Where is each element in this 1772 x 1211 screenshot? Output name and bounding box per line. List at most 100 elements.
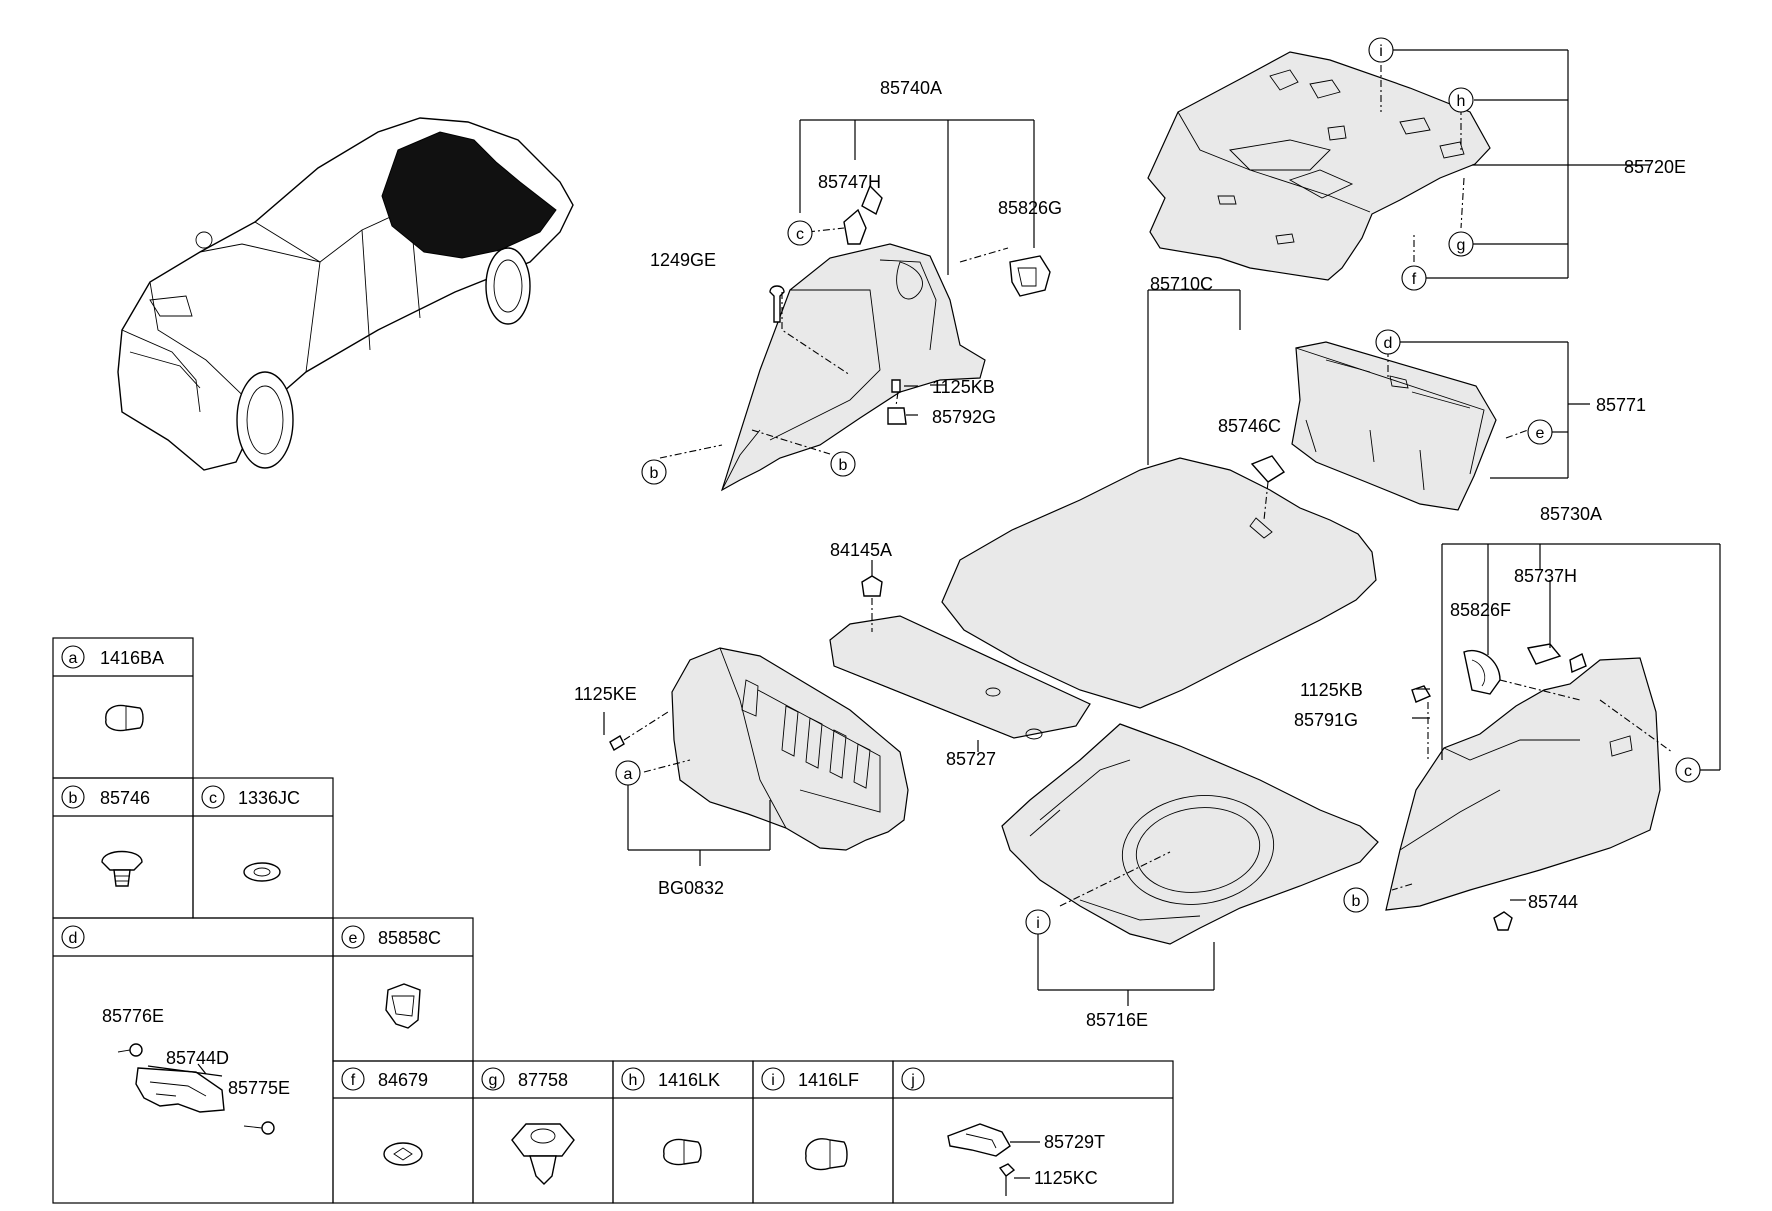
- label-85740A: 85740A: [880, 78, 942, 98]
- trunk-side-trim-left: [720, 208, 1051, 492]
- legend-part-e: 85858C: [378, 928, 441, 948]
- svg-text:g: g: [1457, 237, 1466, 254]
- push-pin-clip-icon: [101, 850, 143, 871]
- square-clip-icon: [511, 1123, 575, 1157]
- svg-text:b: b: [650, 465, 659, 482]
- callout-i-top: i: [1368, 37, 1394, 63]
- callout-b-right: b: [1343, 887, 1369, 913]
- legend-cell-c: c 1336JC: [201, 785, 300, 882]
- label-85730A: 85730A: [1540, 504, 1602, 524]
- svg-text:e: e: [1536, 425, 1545, 442]
- svg-text:c: c: [1684, 763, 1692, 780]
- label-85727: 85727: [946, 749, 996, 769]
- label-84145A: 84145A: [830, 540, 892, 560]
- legend-part-h: 1416LK: [658, 1070, 720, 1090]
- svg-text:i: i: [1379, 43, 1383, 60]
- trunk-floor-tray: [1001, 723, 1379, 945]
- label-85747H: 85747H: [818, 172, 881, 192]
- svg-text:i: i: [1036, 915, 1040, 932]
- callout-d-mid: d: [1375, 329, 1401, 355]
- legend-cell-d: d 85776E 85744D 85775E: [61, 925, 290, 1135]
- svg-text:a: a: [624, 766, 633, 783]
- callout-b-left-1: b: [641, 459, 667, 485]
- label-1249GE: 1249GE: [650, 250, 716, 270]
- legend-cell-b: b 85746: [61, 785, 150, 887]
- legend-part-c: 1336JC: [238, 788, 300, 808]
- legend-cell-a: a 1416BA: [61, 645, 164, 732]
- flat-head-clip-icon: [805, 1138, 848, 1171]
- callout-g-top: g: [1448, 231, 1474, 257]
- legend-letter-h: h: [629, 1072, 638, 1089]
- legend-letter-c: c: [209, 790, 217, 807]
- legend-sub-j-0: 85729T: [1044, 1132, 1105, 1152]
- hook-bracket-icon: [947, 1123, 1040, 1196]
- label-85771: 85771: [1596, 395, 1646, 415]
- legend-part-a: 1416BA: [100, 648, 164, 668]
- label-85791G: 85791G: [1294, 710, 1358, 730]
- legend-part-g: 87758: [518, 1070, 568, 1090]
- legend-letter-d: d: [69, 930, 78, 947]
- rear-package-tray: [1147, 51, 1491, 281]
- trunk-floor-mat: [941, 457, 1377, 709]
- legend-part-i: 1416LF: [798, 1070, 859, 1090]
- legend-sub-j-1: 1125KC: [1034, 1168, 1098, 1188]
- legend-sub-d-2: 85775E: [228, 1078, 290, 1098]
- legend-letter-i: i: [771, 1072, 775, 1089]
- label-BG0832: BG0832: [658, 878, 724, 898]
- svg-text:c: c: [796, 226, 804, 243]
- trunk-side-trim-right: [1385, 643, 1661, 931]
- svg-text:b: b: [839, 457, 848, 474]
- legend-cell-g: g 87758: [481, 1067, 575, 1185]
- flat-head-clip-icon: [663, 1138, 702, 1166]
- svg-text:d: d: [1384, 335, 1393, 352]
- label-85826G: 85826G: [998, 198, 1062, 218]
- legend-letter-b: b: [69, 790, 78, 807]
- legend-letter-g: g: [489, 1072, 498, 1089]
- trunk-handle-icon: [117, 1043, 275, 1135]
- label-85710C: 85710C: [1150, 274, 1213, 294]
- rear-panel-trim: [671, 647, 909, 851]
- legend-cell-f: f 84679: [341, 1067, 428, 1166]
- svg-text:f: f: [1412, 271, 1417, 288]
- flat-head-clip-icon: [105, 704, 144, 732]
- callout-i-mid: i: [1025, 909, 1051, 935]
- callout-c-right: c: [1675, 757, 1701, 783]
- callout-h-top: h: [1448, 87, 1474, 113]
- legend-letter-j: j: [910, 1072, 915, 1089]
- retainer-clip-icon: [385, 983, 421, 1029]
- svg-text:h: h: [1457, 93, 1466, 110]
- washer-icon: [243, 862, 281, 882]
- trunk-floor-board: [829, 615, 1091, 740]
- legend-cell-e: e 85858C: [341, 925, 441, 1029]
- label-85792G: 85792G: [932, 407, 996, 427]
- label-85716E: 85716E: [1086, 1010, 1148, 1030]
- legend-sub-d-1: 85744D: [166, 1048, 229, 1068]
- legend-part-f: 84679: [378, 1070, 428, 1090]
- callout-e-mid: e: [1527, 419, 1553, 445]
- label-85826F: 85826F: [1450, 600, 1511, 620]
- callout-c-left: c: [787, 220, 813, 246]
- label-1125KB-left: 1125KB: [932, 377, 995, 397]
- callout-a-mid: a: [615, 760, 641, 786]
- label-85744: 85744: [1528, 892, 1578, 912]
- legend-cell-h: h 1416LK: [621, 1067, 720, 1166]
- grommet-icon: [383, 1142, 423, 1166]
- label-85746C: 85746C: [1218, 416, 1281, 436]
- svg-text:b: b: [1352, 893, 1361, 910]
- legend-letter-a: a: [69, 650, 78, 667]
- label-1125KB-right: 1125KB: [1300, 680, 1363, 700]
- trunk-rear-transverse-trim: [1291, 341, 1497, 511]
- label-1125KE: 1125KE: [574, 684, 637, 704]
- legend-part-b: 85746: [100, 788, 150, 808]
- label-85720E: 85720E: [1624, 157, 1686, 177]
- legend-sub-d-0: 85776E: [102, 1006, 164, 1026]
- legend-table: a 1416BA b 85746 c 1336JC d 85776E: [52, 637, 1174, 1204]
- legend-cell-j: j 85729T 1125KC: [901, 1067, 1105, 1196]
- label-85737H: 85737H: [1514, 566, 1577, 586]
- legend-letter-e: e: [349, 930, 358, 947]
- callout-b-left-2: b: [830, 451, 856, 477]
- legend-letter-f: f: [351, 1072, 356, 1089]
- legend-cell-i: i 1416LF: [761, 1067, 859, 1171]
- car-illustration: [117, 117, 574, 471]
